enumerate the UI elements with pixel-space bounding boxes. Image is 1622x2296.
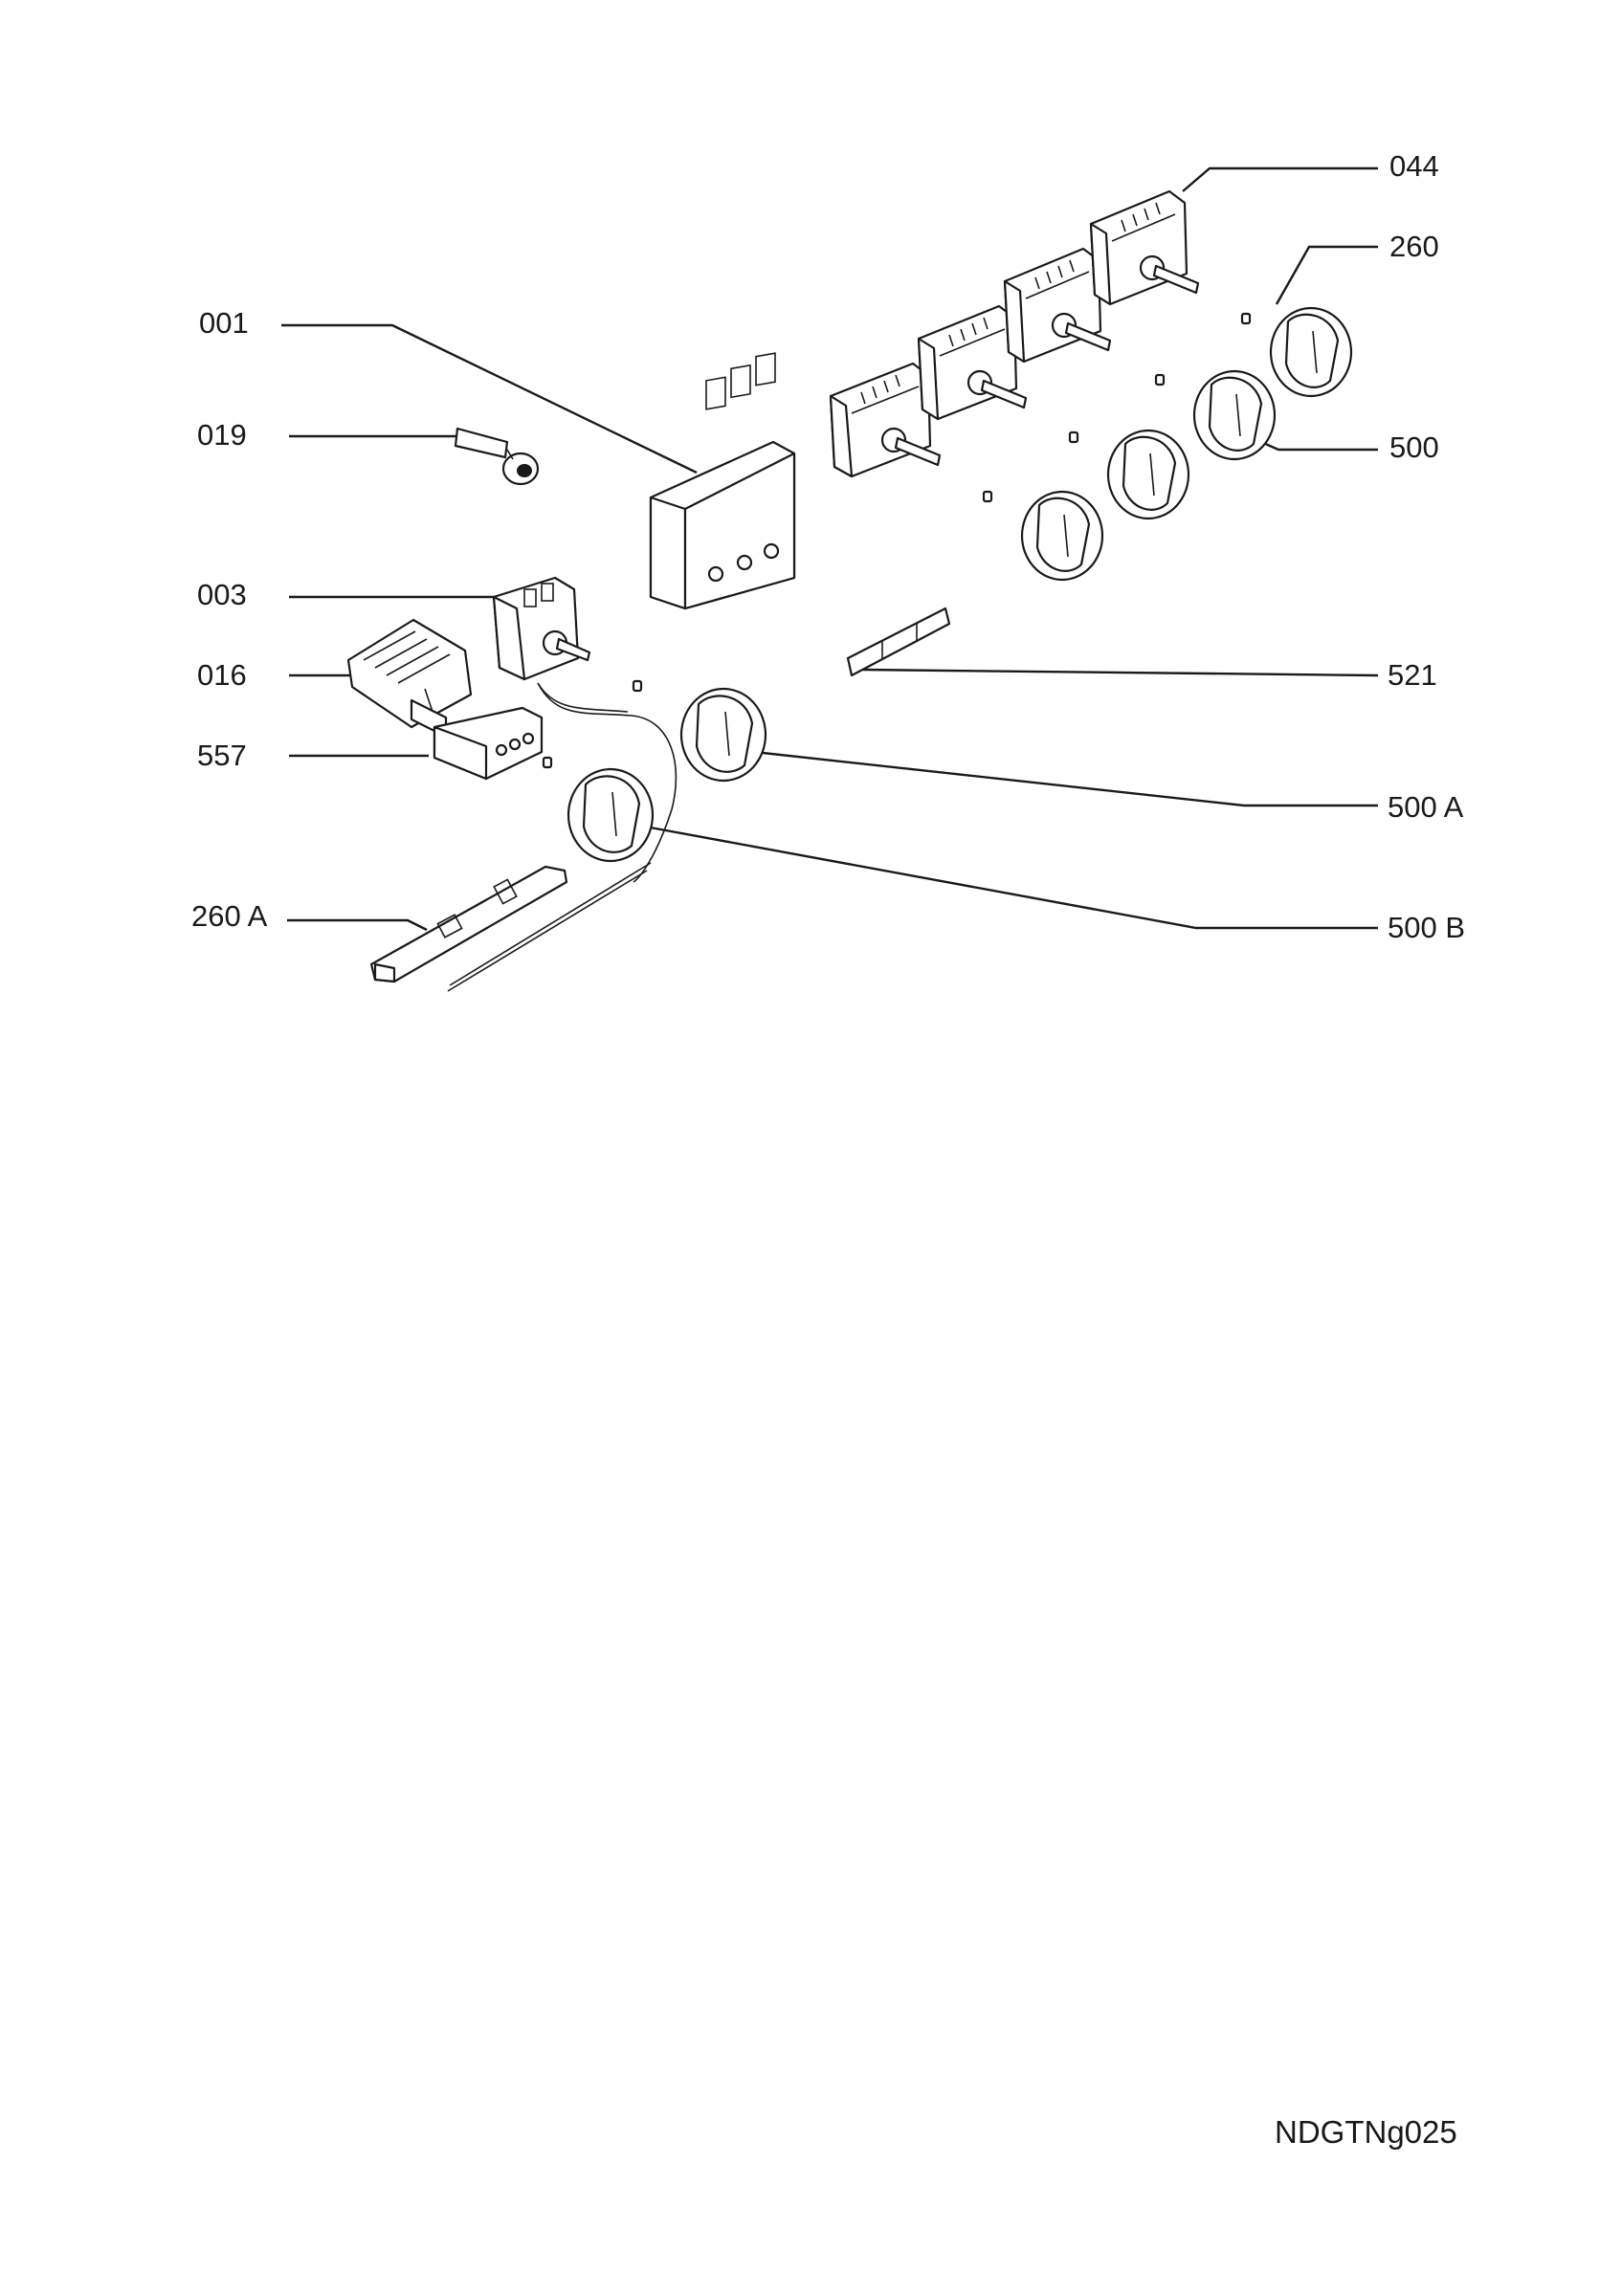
leader-044 xyxy=(1182,166,1378,192)
label-003: 003 xyxy=(197,578,247,611)
label-500: 500 xyxy=(1389,430,1439,464)
label-001: 001 xyxy=(199,306,249,340)
leader-260 xyxy=(1275,245,1378,305)
knob-500-4 xyxy=(1269,306,1353,398)
knob-500-2 xyxy=(1106,429,1190,520)
energy-regulator-3 xyxy=(1003,247,1112,364)
connecting-wires xyxy=(537,682,678,883)
leader-001 xyxy=(281,323,698,475)
label-521: 521 xyxy=(1388,658,1437,692)
knob-500-1 xyxy=(1020,490,1104,582)
label-044: 044 xyxy=(1389,149,1439,183)
label-016: 016 xyxy=(197,658,247,692)
rotary-switch-003 xyxy=(492,576,591,681)
leader-500 xyxy=(1260,440,1378,452)
cover-block-557 xyxy=(433,706,544,781)
label-260: 260 xyxy=(1389,230,1439,263)
label-500a: 500 A xyxy=(1388,790,1464,824)
knob-500b xyxy=(567,767,655,863)
energy-regulator-2 xyxy=(917,304,1028,421)
energy-regulators-044 xyxy=(829,189,1200,478)
indicator-lamp-019 xyxy=(454,427,540,486)
label-260a: 260 A xyxy=(191,899,268,933)
switch-bracket-260a xyxy=(369,862,652,992)
leader-521 xyxy=(862,668,1379,677)
leader-260a xyxy=(287,918,428,932)
control-knobs-500 xyxy=(1020,306,1353,582)
leader-500b xyxy=(644,825,1378,930)
reference-code: NDGTNg025 xyxy=(1275,2114,1457,2150)
knob-500-3 xyxy=(1192,369,1277,461)
strip-521 xyxy=(846,607,951,677)
knob-500a xyxy=(679,687,767,783)
fixing-pads xyxy=(542,312,1252,769)
selector-switch-016 xyxy=(346,618,473,739)
leader-lines xyxy=(281,166,1379,932)
label-019: 019 xyxy=(197,418,247,452)
energy-regulator-4 xyxy=(1089,189,1200,306)
label-557: 557 xyxy=(197,739,247,772)
timer-display-001 xyxy=(649,352,796,610)
leader-500a xyxy=(753,750,1378,807)
energy-regulator-1 xyxy=(829,362,942,478)
label-500b: 500 B xyxy=(1388,911,1465,944)
